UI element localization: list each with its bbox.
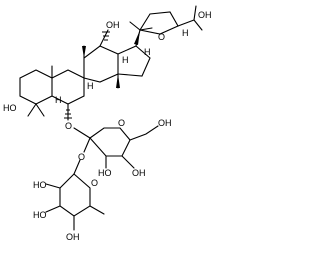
- atom-label-oh-glc-c4: OH: [132, 168, 146, 178]
- atom-label-h-c5: H: [55, 95, 62, 105]
- atom-label-oh-glc-c6: OH: [158, 118, 172, 128]
- atom-label-o-c6: O: [65, 121, 72, 131]
- stereo-wedges: [82, 30, 140, 88]
- atom-label-h-c9: H: [87, 81, 94, 91]
- atom-label-h-c17: H: [144, 47, 151, 57]
- atom-label-o-glycosidic: O: [78, 152, 85, 162]
- atom-labels: OH OH HO O O O OH OH HO O O HO HO OH H H…: [3, 10, 212, 242]
- atom-label-ho-c3: HO: [3, 103, 17, 113]
- atom-label-o-furan: O: [158, 32, 165, 42]
- atom-label-oh-rha-3: OH: [66, 232, 80, 242]
- atom-label-o-rha-ring: O: [91, 178, 98, 188]
- atom-label-oh-c25: OH: [198, 10, 212, 20]
- atom-label-h-c24: H: [182, 28, 189, 38]
- atom-label-ho-glc-c3: HO: [98, 168, 112, 178]
- atom-label-ho-rha-2: HO: [33, 210, 47, 220]
- skeleton-bonds: [19, 5, 203, 231]
- atom-label-ho-rha-1: HO: [33, 180, 47, 190]
- atom-label-o-glc-ring: O: [118, 118, 125, 128]
- atom-label-oh-c12: OH: [106, 20, 120, 30]
- chemical-structure: OH OH HO O O O OH OH HO O O HO HO OH H H…: [3, 5, 212, 242]
- hashed-bonds: [64, 31, 110, 119]
- atom-label-h-c13: H: [122, 55, 129, 65]
